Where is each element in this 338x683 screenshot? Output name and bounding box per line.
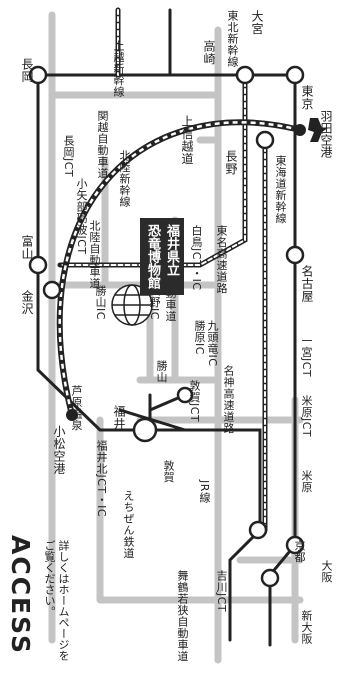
label-kyoto: 京都	[293, 540, 306, 563]
label-tsuruga: 敦賀	[162, 460, 175, 483]
label-awara: 芦原温泉	[70, 385, 83, 431]
airplane-icon	[308, 118, 328, 142]
label-haneda: 羽田空港	[319, 110, 333, 158]
label-nagaoka: 長岡	[20, 58, 34, 83]
station-circle-icon	[176, 386, 194, 404]
label-katsuyama-ic: 勝山IC	[94, 285, 107, 320]
label-nagano: 長野	[224, 150, 238, 175]
label-meishin: 名神高速道路	[222, 365, 235, 434]
label-osaka: 大阪	[320, 560, 333, 583]
label-takasaki: 高崎	[202, 40, 216, 65]
label-maibara-jct: 米原JCT	[300, 395, 313, 438]
label-echizen: えちぜん鉄道	[122, 490, 135, 559]
station-circle-icon	[285, 535, 305, 555]
label-maibara: 米原	[300, 470, 313, 493]
museum-badge: 福井県立 恐竜博物館	[140, 218, 184, 295]
label-kuzuryu: 九頭竜IC	[206, 320, 219, 367]
label-shin-osaka: 新大阪	[300, 610, 313, 645]
label-nagaoka-jct: 長岡JCT	[62, 135, 75, 178]
station-circle-icon	[248, 520, 268, 540]
label-hokuriku-expwy: 北陸自動車道	[88, 220, 101, 289]
label-yoshikawa: 吉川JCT	[215, 570, 228, 613]
access-heading: ACCESS	[6, 535, 35, 656]
label-katsuyama: 勝山	[155, 360, 168, 383]
label-tomei: 東名高速道路	[215, 225, 228, 294]
access-note: 詳しくはホームページを ご覧ください。	[42, 540, 70, 661]
label-tokaido: 東海道新幹線	[274, 155, 287, 224]
label-tokyo: 東京	[300, 85, 314, 110]
station-circle-icon	[285, 245, 305, 265]
station-circle-icon	[235, 65, 255, 85]
label-joetsu: 上越新幹線	[112, 40, 125, 98]
museum-line2: 恐竜博物館	[145, 224, 160, 289]
station-circle-icon	[28, 255, 48, 275]
access-note-line1: 詳しくはホームページを	[57, 540, 70, 661]
label-tohoku: 東北新幹線	[226, 10, 239, 68]
label-maizuru: 舞鶴若狭自動車道	[176, 570, 189, 662]
label-joshinetsu: 上信越道	[180, 115, 194, 165]
station-circle-icon	[260, 568, 280, 588]
station-circle-icon	[285, 65, 305, 85]
station-circle-icon	[132, 417, 158, 443]
station-circle-icon	[28, 65, 48, 85]
station-circle-icon	[42, 280, 62, 300]
label-shirotori: 白鳥JCT・IC	[190, 225, 203, 291]
label-katsuhara: 勝原IC	[193, 320, 206, 355]
globe-icon	[111, 284, 153, 326]
station-circle-icon	[255, 130, 275, 150]
label-tsuruga-jct: 敦賀JCT	[188, 380, 201, 423]
label-toyama: 富山	[20, 235, 34, 260]
rail-lines	[36, 8, 297, 647]
station-circles	[28, 65, 305, 588]
label-kanetsu: 関越自動車道	[96, 110, 109, 179]
label-koyabe: 小矢部砺波JCT	[75, 178, 88, 255]
label-omiya: 大宮	[250, 10, 264, 35]
shinkansen-lines	[57, 7, 268, 533]
label-fukui-kita: 福井北JCT・IC	[95, 440, 108, 518]
label-fukui: 福井	[112, 405, 126, 430]
label-kanazawa: 金沢	[20, 290, 34, 315]
museum-line1: 福井県立	[164, 224, 179, 276]
access-note-line2: ご覧ください。	[43, 540, 56, 617]
label-ichinomiya: 一宮JCT	[300, 335, 313, 378]
label-nagoya: 名古屋	[300, 265, 314, 303]
label-hokuriku-shinkansen: 北陸新幹線	[118, 150, 131, 208]
label-komatsu: 小松空港	[52, 425, 66, 475]
label-jr: JR線	[198, 480, 211, 504]
